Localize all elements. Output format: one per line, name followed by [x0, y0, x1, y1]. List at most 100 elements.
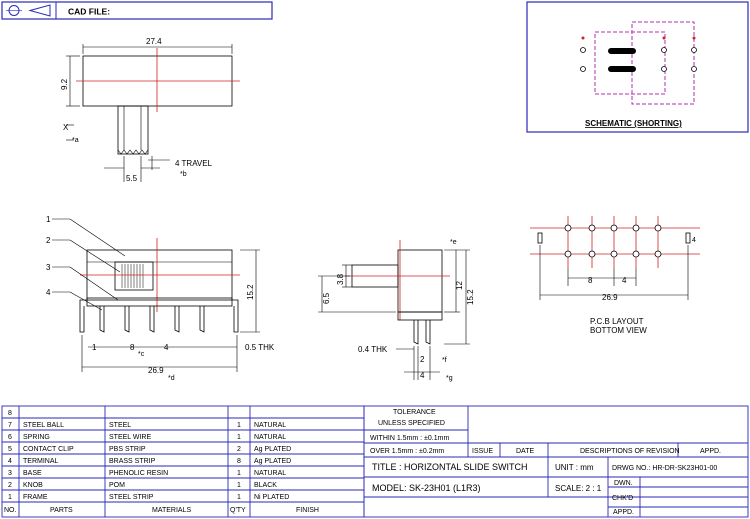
cad-file-label: CAD FILE:	[68, 7, 110, 17]
top-height-dim: 9.2	[60, 78, 69, 90]
drwg-no-text: DRWG NO.: HR-DR-SK23H01-00	[612, 465, 717, 472]
top-a-label: *a	[72, 137, 79, 144]
side-pin-dim: 2	[420, 355, 425, 364]
side-e-label: *e	[450, 239, 457, 246]
bom-row-7-qty: 1	[237, 422, 241, 429]
bom-row-3-no: 3	[8, 470, 12, 477]
callout-2: 2	[46, 236, 51, 245]
front-length-dim: 26.9	[148, 366, 164, 375]
bom-row-7-fin: NATURAL	[254, 422, 286, 429]
side-total-dim: 15.2	[466, 289, 475, 305]
bom-row-4-qty: 8	[237, 458, 241, 465]
top-view-knob	[117, 105, 149, 155]
callout-1: 1	[46, 215, 51, 224]
front-view: 1 2 3 4 15.2 26.9 *d 1 8 *c 4 0.5 THK	[46, 215, 275, 382]
bom-row-6-part: SPRING	[23, 434, 50, 441]
side-f-label: *f	[442, 357, 447, 364]
bom-row-3-part: BASE	[23, 470, 42, 477]
front-d-label: *d	[168, 375, 175, 382]
dwn-label: DWN.	[614, 480, 633, 487]
bom-row-3-mat: PHENOLIC RESIN	[109, 470, 168, 477]
side-view: *e 3.8 6.5 12 15.2 0.4 THK 2 *f 4 *g	[318, 239, 475, 382]
bom-row-1-no: 1	[8, 494, 12, 501]
side-g-label: *g	[446, 375, 453, 382]
pcb-pitch-dim: 8	[588, 276, 593, 285]
bom-row-3-qty: 1	[237, 470, 241, 477]
callout-4: 4	[46, 288, 51, 297]
revision-desc: DESCRIPTIONS OF REVISION	[580, 448, 680, 455]
side-pitch-dim: 4	[420, 371, 425, 380]
front-height-dim: 15.2	[246, 284, 255, 300]
tolerance-block: TOLERANCE UNLESS SPECIFIED WITHIN 1.5mm …	[363, 405, 749, 458]
bom-header-qty: Q'TY	[230, 507, 246, 514]
bom-header-no: NO.	[4, 507, 17, 514]
bom-row-6-mat: STEEL WIRE	[109, 434, 151, 441]
top-b-label: *b	[180, 171, 187, 178]
bom-row-5-mat: PBS STRIP	[109, 446, 146, 453]
pcb-length-dim: 26.9	[602, 293, 618, 302]
side-body-dim: 12	[455, 281, 464, 290]
bom-row-7-mat: STEEL	[109, 422, 131, 429]
bom-row-1-part: FRAME	[23, 494, 48, 501]
pcb-caption-2: BOTTOM VIEW	[590, 326, 647, 335]
bom-row-5-fin: Ag PLATED	[254, 446, 291, 453]
bom-row-5-no: 5	[8, 446, 12, 453]
top-travel-label: 4 TRAVEL	[175, 159, 213, 168]
front-pitch2-dim: 4	[164, 343, 169, 352]
bom-row-3-fin: NATURAL	[254, 470, 286, 477]
bom-row-6-no: 6	[8, 434, 12, 441]
tolerance-line-3: WITHIN 1.5mm : ±0.1mm	[370, 435, 449, 442]
bom-row-2-part: KNOB	[23, 482, 43, 489]
bom-row-5-part: CONTACT CLIP	[23, 446, 74, 453]
bom-row-2-mat: POM	[109, 482, 125, 489]
header-block: CAD FILE:	[1, 1, 273, 20]
appd-label: APPD.	[613, 509, 634, 516]
tolerance-line-4: OVER 1.5mm : ±0.2mm	[370, 448, 444, 455]
side-knob-dim: 3.8	[336, 273, 345, 285]
chkd-label: CHK'D	[612, 495, 633, 502]
bom-row-4-no: 4	[8, 458, 12, 465]
title-block: TITLE : HORIZONTAL SLIDE SWITCH UNIT : m…	[363, 456, 749, 518]
projection-symbol-icon	[6, 4, 51, 17]
bom-row-1-mat: STEEL STRIP	[109, 494, 154, 501]
bom-row-2-qty: 1	[237, 482, 241, 489]
front-pitch-dim: 8	[130, 343, 135, 352]
front-pin-dim: 1	[92, 343, 97, 352]
scale-text: SCALE: 2 : 1	[555, 484, 602, 493]
bom-row-8-no: 8	[8, 410, 12, 417]
bom-row-4-part: TERMINAL	[23, 458, 59, 465]
pcb-caption-1: P.C.B LAYOUT	[590, 317, 644, 326]
schematic-panel: SCHEMATIC (SHORTING)	[526, 1, 749, 133]
front-thk-label: 0.5 THK	[245, 343, 275, 352]
bom-row-2-no: 2	[8, 482, 12, 489]
bom-table: 8 7 STEEL BALL STEEL 1 NATURAL 6 SPRING …	[1, 405, 365, 518]
bom-row-6-qty: 1	[237, 434, 241, 441]
pcb-layout: 4 8 4 26.9 P.C.B LAYOUT BOTTOM VIEW	[530, 216, 700, 335]
front-c-label: *c	[138, 351, 145, 358]
unit-text: UNIT : mm	[555, 463, 594, 472]
bom-row-5-qty: 2	[237, 446, 241, 453]
bom-row-7-part: STEEL BALL	[23, 422, 64, 429]
revision-date: DATE	[516, 448, 534, 455]
top-x-label: X	[63, 123, 69, 132]
revision-issue: ISSUE	[472, 448, 493, 455]
tolerance-line-1: TOLERANCE	[393, 409, 436, 416]
side-height-dim: 6.5	[322, 292, 331, 304]
bom-row-4-mat: BRASS STRIP	[109, 458, 156, 465]
bom-header-materials: MATERIALS	[152, 507, 191, 514]
bom-header-parts: PARTS	[50, 507, 73, 514]
bom-row-6-fin: NATURAL	[254, 434, 286, 441]
top-knob-dim: 5.5	[126, 174, 138, 183]
top-width-dim: 27.4	[146, 37, 162, 46]
side-thk-label: 0.4 THK	[358, 345, 388, 354]
tolerance-line-2: UNLESS SPECIFIED	[378, 420, 445, 427]
revision-appd: APPD.	[700, 448, 721, 455]
model-text: MODEL: SK-23H01 (L1R3)	[372, 483, 481, 493]
bom-row-1-fin: Ni PLATED	[254, 494, 289, 501]
callout-3: 3	[46, 263, 51, 272]
bom-row-2-fin: BLACK	[254, 482, 277, 489]
bom-header-finish: FINISH	[296, 507, 319, 514]
pcb-small-dim: 4	[692, 237, 696, 244]
title-text: TITLE : HORIZONTAL SLIDE SWITCH	[372, 462, 528, 472]
